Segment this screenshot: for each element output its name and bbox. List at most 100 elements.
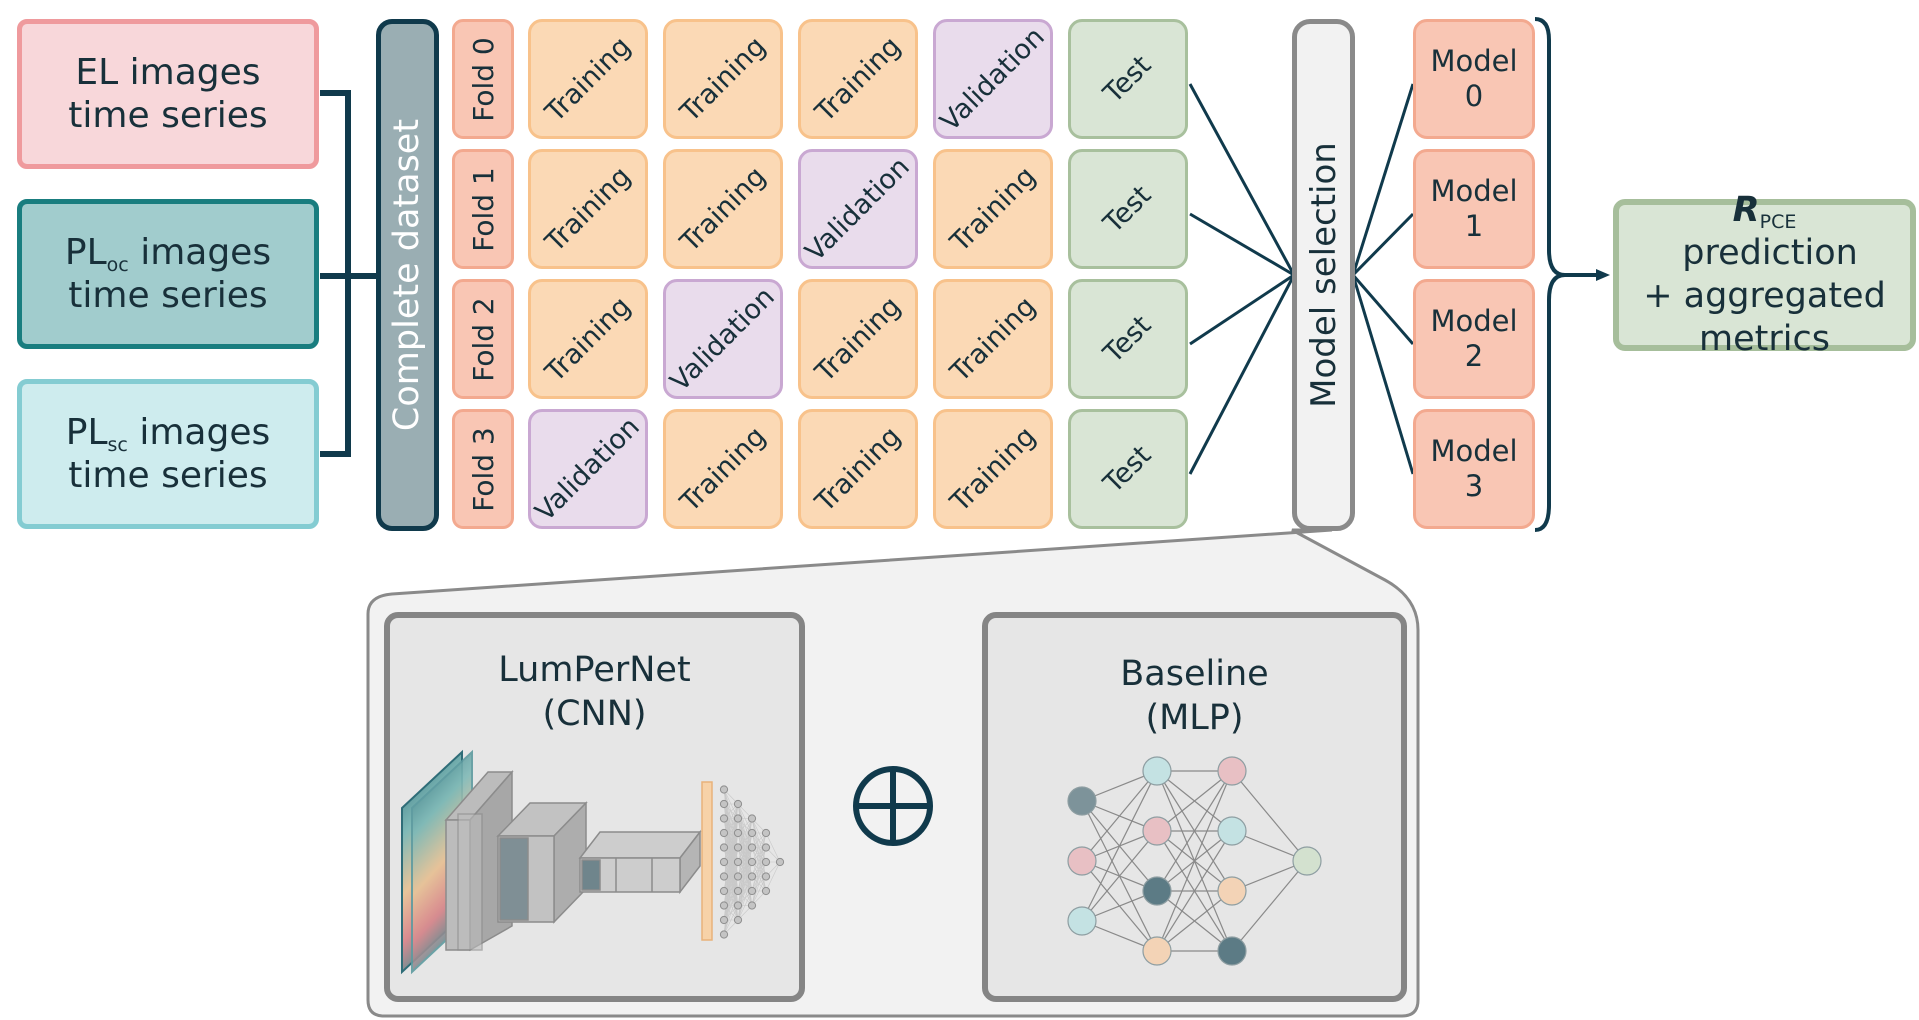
- cnn-neuron: [733, 828, 743, 838]
- cnn-neuron: [733, 901, 743, 910]
- pl-sc-line1: PLsc images: [65, 412, 271, 456]
- output-line3: metrics: [1699, 319, 1830, 359]
- cnn-edge: [751, 876, 767, 906]
- test-cell: Test: [1068, 19, 1188, 139]
- model-number: 3: [1464, 469, 1484, 503]
- cnn-neuron: [747, 901, 757, 910]
- cnn-edge: [723, 803, 739, 848]
- connector-line: [1188, 274, 1296, 475]
- el-images-box: EL images time series: [17, 19, 319, 169]
- training-cell: Training: [663, 409, 783, 529]
- mlp-edge: [1156, 770, 1233, 952]
- cnn-flatten-bar: [701, 781, 713, 941]
- model-number: 2: [1464, 339, 1484, 373]
- training-cell: Training: [663, 149, 783, 269]
- output-arrow-head: [1596, 269, 1610, 281]
- cnn-edge: [751, 847, 767, 906]
- training-cell: Training: [798, 279, 918, 399]
- model-number: 1: [1464, 209, 1484, 243]
- training-cell: Training: [933, 279, 1053, 399]
- pl-sc-line2: time series: [68, 455, 268, 496]
- mlp-illustration: [1067, 756, 1322, 966]
- mlp-neuron: [1067, 846, 1097, 876]
- cnn-neuron: [747, 872, 757, 881]
- mlp-edge: [1156, 890, 1233, 952]
- mlp-edge: [1081, 770, 1158, 922]
- test-cell: Test: [1068, 149, 1188, 269]
- mlp-title: Baseline (MLP): [1120, 654, 1269, 738]
- mlp-edge: [1156, 770, 1233, 832]
- cnn-conv-block-3: [578, 829, 702, 895]
- output-line1: RPCE prediction: [1671, 190, 1858, 273]
- fold-label-box: Fold 0: [452, 19, 514, 139]
- connector-line: [1189, 273, 1295, 346]
- test-to-selection-lines: [1188, 83, 1296, 475]
- fold-label-box: Fold 3: [452, 409, 514, 529]
- cnn-neuron: [733, 857, 743, 867]
- mlp-edge: [1081, 830, 1158, 922]
- model-selection-box: Model selection: [1292, 19, 1355, 531]
- validation-cell: Validation: [663, 279, 783, 399]
- el-line2: time series: [68, 95, 268, 136]
- cnn-neuron: [733, 799, 743, 809]
- mlp-edge: [1231, 860, 1308, 952]
- pl-oc-line1: PLoc images: [64, 232, 272, 276]
- training-cell: Training: [933, 149, 1053, 269]
- cnn-neuron: [747, 828, 757, 838]
- cnn-neuron: [761, 828, 771, 838]
- cnn-neuron: [719, 857, 729, 867]
- cnn-edge: [737, 876, 753, 921]
- cnn-neuron: [733, 915, 743, 925]
- mlp-edge: [1231, 770, 1308, 862]
- mlp-neuron: [1217, 756, 1247, 786]
- mlp-neuron: [1142, 876, 1172, 906]
- model-word: Model: [1430, 174, 1518, 208]
- cnn-neuron: [719, 901, 729, 910]
- cnn-neuron: [719, 915, 729, 925]
- fold-label-box: Fold 2: [452, 279, 514, 399]
- cnn-edge: [723, 803, 739, 863]
- complete-dataset-box: Complete dataset: [376, 19, 439, 531]
- cnn-neuron: [761, 843, 771, 852]
- connector-line: [1351, 212, 1415, 277]
- training-cell: Training: [663, 19, 783, 139]
- cnn-neuron: [719, 785, 729, 794]
- cnn-edge: [751, 861, 767, 906]
- cnn-edge: [765, 861, 781, 892]
- connector-line: [1351, 274, 1415, 475]
- mlp-edge: [1081, 770, 1158, 862]
- cnn-edge: [723, 905, 739, 935]
- model-number: 0: [1464, 79, 1484, 113]
- training-cell: Training: [933, 409, 1053, 529]
- cnn-neuron: [719, 843, 729, 852]
- cnn-edge: [737, 818, 753, 877]
- el-line1: EL images: [75, 52, 261, 93]
- connector-line: [1189, 212, 1295, 277]
- cnn-edge: [751, 832, 767, 863]
- cnn-edge: [723, 890, 739, 935]
- cnn-neuron: [719, 828, 729, 838]
- cnn-neuron: [719, 872, 729, 881]
- selection-to-model-lines: [1351, 83, 1415, 475]
- cnn-illustration: [401, 749, 785, 975]
- input-bracket: [320, 90, 378, 457]
- cnn-neuron: [733, 814, 743, 823]
- cnn-title: LumPerNet (CNN): [498, 650, 691, 734]
- pl-sc-images-box: PLsc images time series: [17, 379, 319, 529]
- cnn-neuron: [747, 886, 757, 896]
- mlp-neuron: [1142, 936, 1172, 966]
- cnn-neuron: [775, 857, 785, 867]
- cnn-neuron: [761, 872, 771, 881]
- cnn-edge: [765, 832, 781, 863]
- training-cell: Training: [528, 149, 648, 269]
- cnn-neuron: [747, 857, 757, 867]
- cnn-conv-block-2: [496, 801, 588, 924]
- connector-line: [1351, 83, 1415, 276]
- model-word: Model: [1430, 304, 1518, 338]
- validation-cell: Validation: [798, 149, 918, 269]
- mlp-neuron: [1067, 906, 1097, 936]
